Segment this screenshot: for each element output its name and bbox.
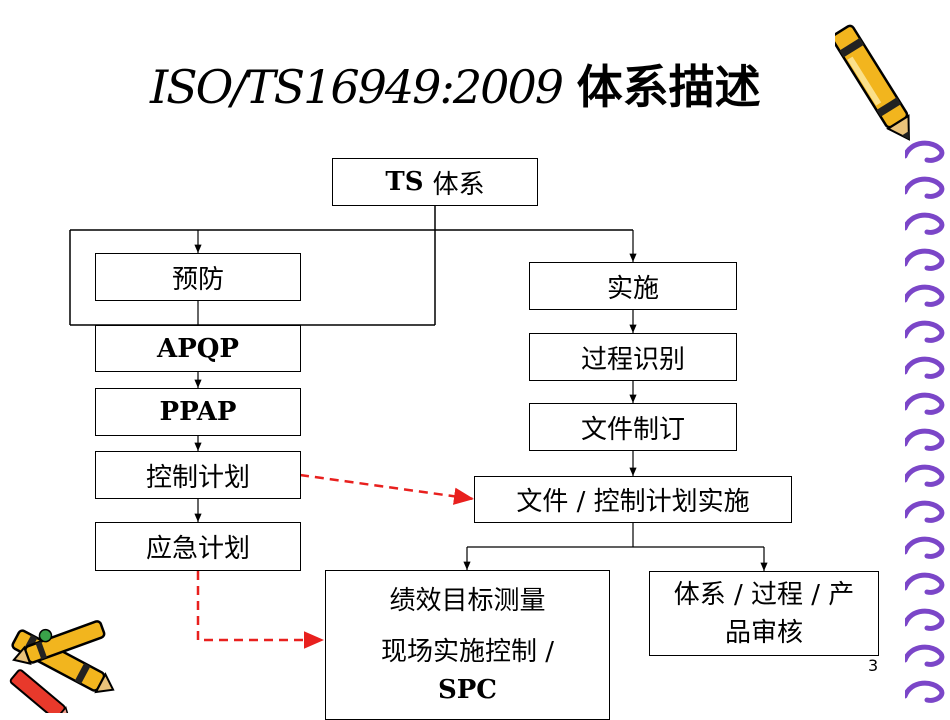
page-number: 3 (868, 656, 879, 675)
control-plan-box: 控制计划 (95, 451, 301, 499)
root-suffix: 体系 (432, 169, 485, 200)
prevention-box: 预防 (95, 253, 301, 301)
crayon-icon (835, 24, 910, 141)
audit-line-2: 品审核 (724, 617, 803, 648)
performance-line-3: SPC (437, 675, 498, 705)
title-suffix: 体系描述 (576, 60, 761, 114)
control-plan-label: 控制计划 (145, 462, 250, 493)
apqp-box: APQP (95, 325, 301, 372)
audit-line-1: 体系 / 过程 / 产 (673, 579, 855, 610)
root-box: TS 体系 (332, 158, 538, 206)
document-making-label: 文件制订 (580, 414, 685, 445)
apqp-label: APQP (157, 333, 239, 364)
contingency-plan-label: 应急计划 (145, 534, 250, 564)
process-identification-box: 过程识别 (529, 333, 737, 381)
page-title: ISO/TS16949:2009 体系描述 (150, 52, 770, 122)
audit-box: 体系 / 过程 / 产 品审核 (649, 571, 879, 656)
doc-control-impl-box: 文件 / 控制计划实施 (474, 476, 792, 523)
doc-control-impl-label: 文件 / 控制计划实施 (516, 487, 750, 517)
implementation-box: 实施 (529, 262, 737, 310)
document-making-box: 文件制订 (529, 403, 737, 451)
crayons-icon (9, 620, 115, 713)
ppap-label: PPAP (159, 397, 237, 427)
performance-line-1: 绩效目标测量 (389, 586, 546, 616)
process-identification-label: 过程识别 (580, 344, 685, 375)
contingency-plan-box: 应急计划 (95, 522, 301, 571)
performance-line-2: 现场实施控制 / (380, 637, 555, 667)
ppap-box: PPAP (95, 388, 301, 436)
performance-box: 绩效目标测量 现场实施控制 / SPC (325, 570, 610, 720)
binder-rings-icon (905, 140, 950, 713)
implementation-label: 实施 (606, 273, 659, 304)
prevention-label: 预防 (171, 264, 224, 295)
title-prefix: ISO/TS16949:2009 (150, 60, 564, 114)
root-prefix: TS (385, 167, 424, 197)
